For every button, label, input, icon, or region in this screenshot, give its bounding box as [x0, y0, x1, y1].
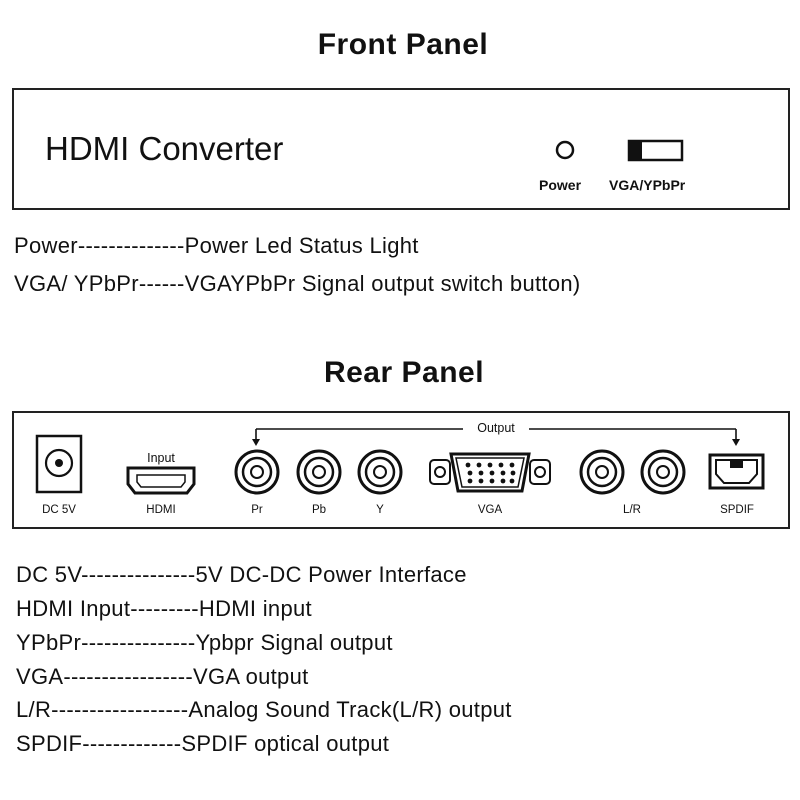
front-panel-title: Front Panel [317, 28, 489, 61]
rear-panel-box [12, 411, 790, 529]
input-label: Input [147, 451, 175, 465]
pb-port-label: Pb [311, 504, 327, 516]
rca-left-audio-icon [579, 449, 625, 495]
rca-pr-icon [234, 449, 280, 495]
rear-legend-line: DC 5V---------------5V DC-DC Power Inter… [16, 562, 467, 587]
front-legend-line: VGA/ YPbPr------VGAYPbPr Signal output s… [14, 271, 581, 296]
rear-legend-line: SPDIF-------------SPDIF optical output [16, 731, 390, 756]
lr-port-label: L/R [623, 504, 641, 516]
power-label: Power [539, 177, 582, 193]
switch-label: VGA/YPbPr [609, 177, 686, 193]
output-label: Output [463, 421, 529, 435]
vga-port-icon [429, 452, 551, 493]
power-led-icon [555, 140, 575, 160]
pr-port-label: Pr [251, 504, 263, 516]
dc-port-label: DC 5V [42, 504, 76, 516]
rear-panel-title: Rear Panel [323, 356, 485, 389]
rca-y-icon [357, 449, 403, 495]
dc-jack-icon [35, 434, 83, 494]
rear-legend-line: L/R------------------Analog Sound Track(… [16, 697, 512, 722]
front-legend-line: Power--------------Power Led Status Ligh… [14, 233, 419, 258]
hdmi-port-label: HDMI [146, 504, 176, 516]
switch-knob-icon [629, 141, 642, 160]
hdmi-port-icon [126, 466, 196, 495]
device-name: HDMI Converter [45, 130, 284, 167]
vga-port-label: VGA [477, 504, 503, 516]
output-bracket [252, 428, 740, 446]
front-panel-box [12, 88, 790, 210]
rear-legend-line: VGA-----------------VGA output [16, 664, 309, 689]
y-port-label: Y [376, 504, 384, 516]
rear-legend-line: HDMI Input---------HDMI input [16, 596, 312, 621]
spdif-port-label: SPDIF [720, 504, 754, 516]
arrow-left-icon [252, 439, 260, 446]
rear-legend-line: YPbPr---------------Ypbpr Signal output [16, 630, 393, 655]
spdif-optical-icon [708, 453, 765, 490]
rca-right-audio-icon [640, 449, 686, 495]
rca-pb-icon [296, 449, 342, 495]
arrow-right-icon [732, 439, 740, 446]
